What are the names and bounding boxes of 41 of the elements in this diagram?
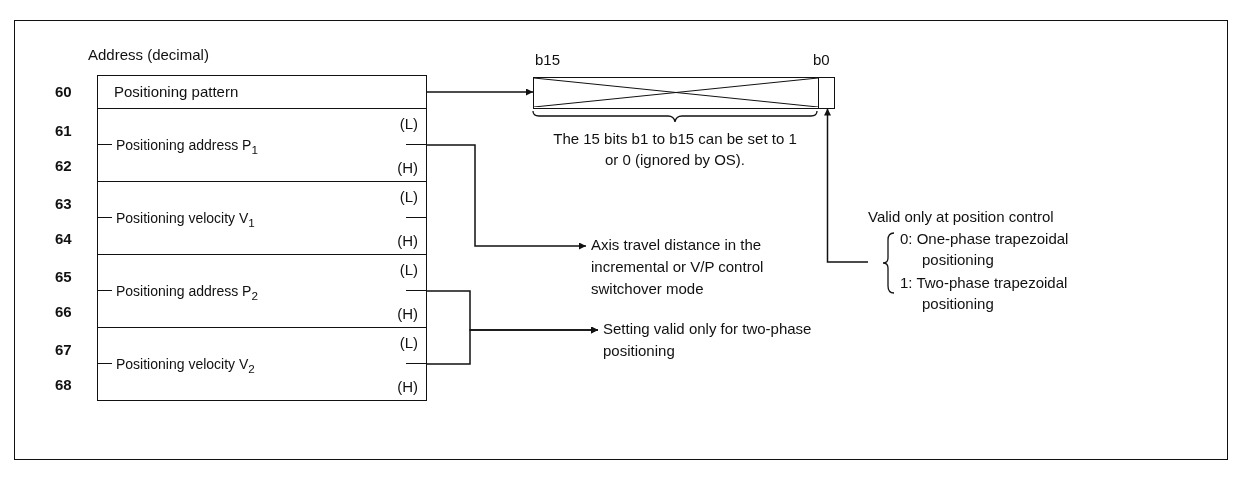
list-item: 0: One-phase trapezoidal positioning — [900, 229, 1070, 270]
memory-cell — [97, 108, 427, 182]
address-number: 62 — [55, 157, 72, 174]
address-number: 66 — [55, 303, 72, 320]
address-number: 64 — [55, 230, 72, 247]
cell-label: Positioning pattern — [114, 83, 239, 101]
cell-label: Positioning address P$_{1}$ — [116, 136, 258, 158]
address-number: 60 — [55, 83, 72, 100]
axis-title: Address (decimal) — [88, 46, 209, 63]
byte-marker: (L) — [399, 334, 418, 352]
address-number: 68 — [55, 376, 72, 393]
address-number: 63 — [55, 195, 72, 212]
arrow — [426, 326, 599, 365]
bit-label: b15 — [535, 51, 561, 68]
address-number: 65 — [55, 268, 72, 285]
byte-marker: (H) — [397, 232, 418, 250]
address-number: 61 — [55, 122, 72, 139]
byte-marker: (H) — [397, 378, 418, 396]
memory-cell — [97, 75, 427, 109]
bit-label: b0 — [813, 51, 830, 68]
memory-cell — [97, 254, 427, 328]
memory-cell — [97, 181, 427, 255]
arrow — [426, 88, 534, 96]
memory-cell — [97, 327, 427, 401]
cell-label: Positioning velocity V$_{2}$ — [116, 355, 255, 377]
note-text: Axis travel distance in the incremental or V/P control switchover mode — [586, 234, 816, 304]
arrow — [824, 107, 869, 263]
address-number: 67 — [55, 341, 72, 358]
bit-register-box — [533, 77, 835, 109]
byte-marker: (H) — [397, 159, 418, 177]
note-text: Setting valid only for two-phase positioning — [598, 318, 828, 364]
byte-marker: (H) — [397, 305, 418, 323]
cell-label: Positioning velocity V$_{1}$ — [116, 209, 255, 231]
note-text: The 15 bits b1 to b15 can be set to 1 or 0 (ignored by OS). — [552, 129, 798, 170]
note-heading: Valid only at position control — [868, 207, 1055, 227]
byte-marker: (L) — [399, 261, 418, 279]
arrow — [426, 144, 587, 250]
cell-label: Positioning address P$_{2}$ — [116, 282, 258, 304]
list-item: 1: Two-phase trapezoidal positioning — [900, 273, 1069, 314]
byte-marker: (L) — [399, 188, 418, 206]
byte-marker: (L) — [399, 115, 418, 133]
